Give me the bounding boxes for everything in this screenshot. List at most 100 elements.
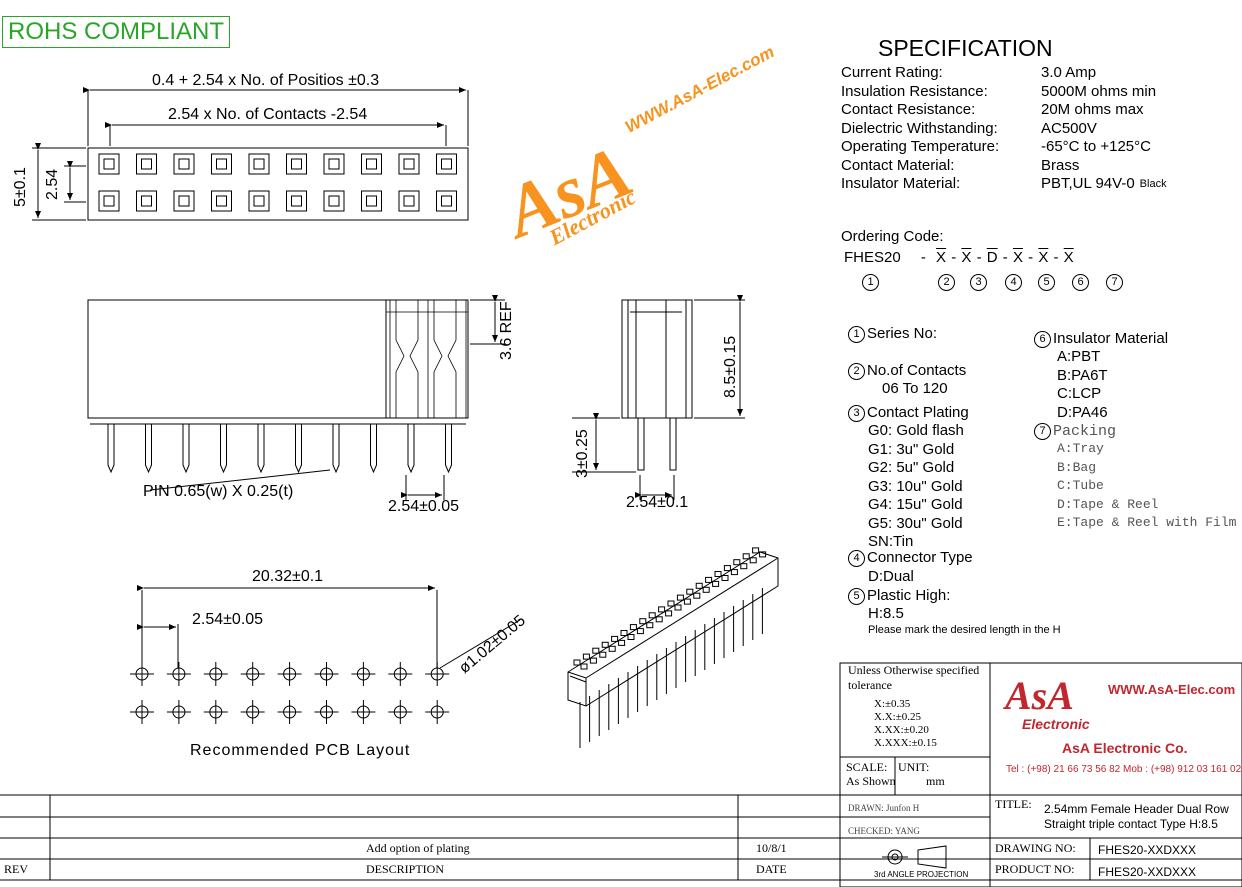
contact-hole: [441, 158, 452, 170]
title-line2: Straight triple contact Type H:8.5: [1044, 817, 1218, 831]
tolerance-row: X.XX:±0.20: [874, 724, 929, 736]
dim-pin: PIN 0.65(w) X 0.25(t): [143, 483, 294, 500]
iso-cell: [646, 622, 654, 629]
contact-hole: [178, 158, 190, 170]
pin: [407, 424, 415, 474]
opt-plastic-note: Please mark the desired length in the H: [868, 624, 1061, 636]
dim-pitch-front: 2.54±0.05: [388, 498, 460, 515]
iso-cell: [695, 582, 703, 589]
iso-cell: [601, 641, 609, 648]
contact-cell: [173, 190, 195, 212]
dim-overall: 0.4 + 2.54 x No. of Positios ±0.3: [152, 72, 380, 89]
ordering-dash: -: [916, 249, 931, 266]
ordering-number-marker: 3: [970, 274, 987, 291]
iso-cell: [573, 659, 581, 666]
pin: [295, 424, 302, 474]
tolerance-row: X.XXX:±0.15: [874, 737, 937, 749]
iso-cell: [686, 588, 694, 595]
iso-cell: [705, 576, 713, 583]
iso-cell: [629, 624, 637, 631]
dim-ref: 3.6 REF: [498, 301, 515, 360]
spec-title: SPECIFICATION: [878, 35, 1053, 61]
ordering-number-marker: 1: [862, 274, 879, 291]
contact-hole: [253, 158, 265, 170]
contact-cell: [286, 153, 307, 175]
iso-cell: [752, 547, 760, 554]
iso-cell: [730, 569, 738, 576]
ordering-segment: D: [986, 249, 998, 266]
ordering-segment: X: [1038, 249, 1049, 266]
rohs-badge: ROHS COMPLIANT: [2, 16, 231, 48]
spec-value: -65°C to +125°C: [1041, 138, 1151, 155]
dim-height-a: 5±0.1: [12, 167, 29, 207]
iso-cell: [665, 610, 673, 617]
projection-label: 3rd ANGLE PROJECTION: [874, 870, 969, 879]
ordering-segment: X: [1063, 249, 1074, 266]
packing-item: D:Tape & Reel: [1057, 496, 1159, 512]
contact-cell: [211, 153, 232, 175]
insulator-item: A:PBT: [1057, 348, 1101, 365]
ordering-number-marker: 2: [938, 274, 955, 291]
iso-cell: [648, 612, 656, 619]
company-name: AsA Electronic Co.: [1062, 740, 1188, 756]
spec-key: Insulation Resistance:: [841, 82, 988, 100]
iso-cell: [582, 653, 590, 660]
ordering-segment: X: [961, 249, 972, 266]
opt-connector-val: D:Dual: [868, 568, 914, 585]
iso-cell: [599, 651, 607, 658]
iso-cell: [627, 634, 635, 640]
ordering-number-marker: 4: [1005, 274, 1022, 291]
plating-item: G1: 3u" Gold: [868, 440, 955, 458]
spec-row: Contact Material:Brass: [841, 157, 1167, 176]
packing-item: A:Tray: [1057, 441, 1104, 456]
contact-hole: [291, 195, 302, 207]
pin: [257, 424, 265, 474]
contact-hole: [366, 158, 377, 170]
pin: [445, 424, 452, 474]
spec-value: 5000M ohms min: [1041, 82, 1157, 100]
drawing-no-label: DRAWING NO:: [995, 841, 1076, 855]
iso-cell: [683, 598, 691, 605]
spec-row: Dielectric Withstanding:AC500V: [841, 120, 1167, 139]
contact-cell: [98, 153, 120, 175]
contact-cell: [136, 153, 157, 175]
iso-cell: [749, 557, 757, 564]
spec-value: AC500V: [1041, 119, 1097, 137]
ordering-dash: -: [1023, 249, 1038, 266]
spec-value: PBT,UL 94V-0: [1041, 175, 1135, 192]
pcb-caption: Recommended PCB Layout: [190, 742, 411, 759]
description-header: DESCRIPTION: [366, 862, 445, 876]
ordering-segment: X: [936, 249, 947, 266]
iso-cell: [733, 559, 741, 566]
ordering-dash: -: [947, 249, 961, 266]
spec-key: Insulator Material:: [841, 175, 961, 192]
iso-cell: [580, 663, 588, 670]
spec-row: Insulation Resistance: 5000M ohms min: [841, 83, 1167, 102]
date-header: DATE: [756, 862, 787, 876]
opt-contacts-range: 06 To 120: [882, 380, 948, 397]
iso-cell: [721, 575, 729, 581]
spec-key: Operating Temperature:: [841, 138, 1000, 155]
drawing-no: FHES20-XXDXXX: [1098, 843, 1197, 857]
contact-hole: [441, 195, 452, 207]
dim-side-height: 8.5±0.15: [722, 335, 739, 398]
drawn-by: DRAWN: Junfon H: [848, 803, 920, 813]
ordering-dash: -: [998, 249, 1012, 266]
contact-cell: [436, 190, 457, 212]
spec-row: Operating Temperature: -65°C to +125°C: [841, 138, 1167, 157]
contact-cell: [98, 190, 120, 212]
contact-cell: [136, 190, 157, 212]
ordering-dash: -: [1049, 249, 1063, 266]
checked-by: CHECKED: YANG: [848, 826, 920, 836]
spec-note: Black: [1139, 178, 1167, 190]
dim-height-b: 2.54: [44, 168, 61, 200]
packing-item: B:Bag: [1057, 459, 1097, 475]
contact-hole: [103, 158, 115, 170]
spec-row: Contact Resistance:20M ohms max: [841, 101, 1167, 120]
